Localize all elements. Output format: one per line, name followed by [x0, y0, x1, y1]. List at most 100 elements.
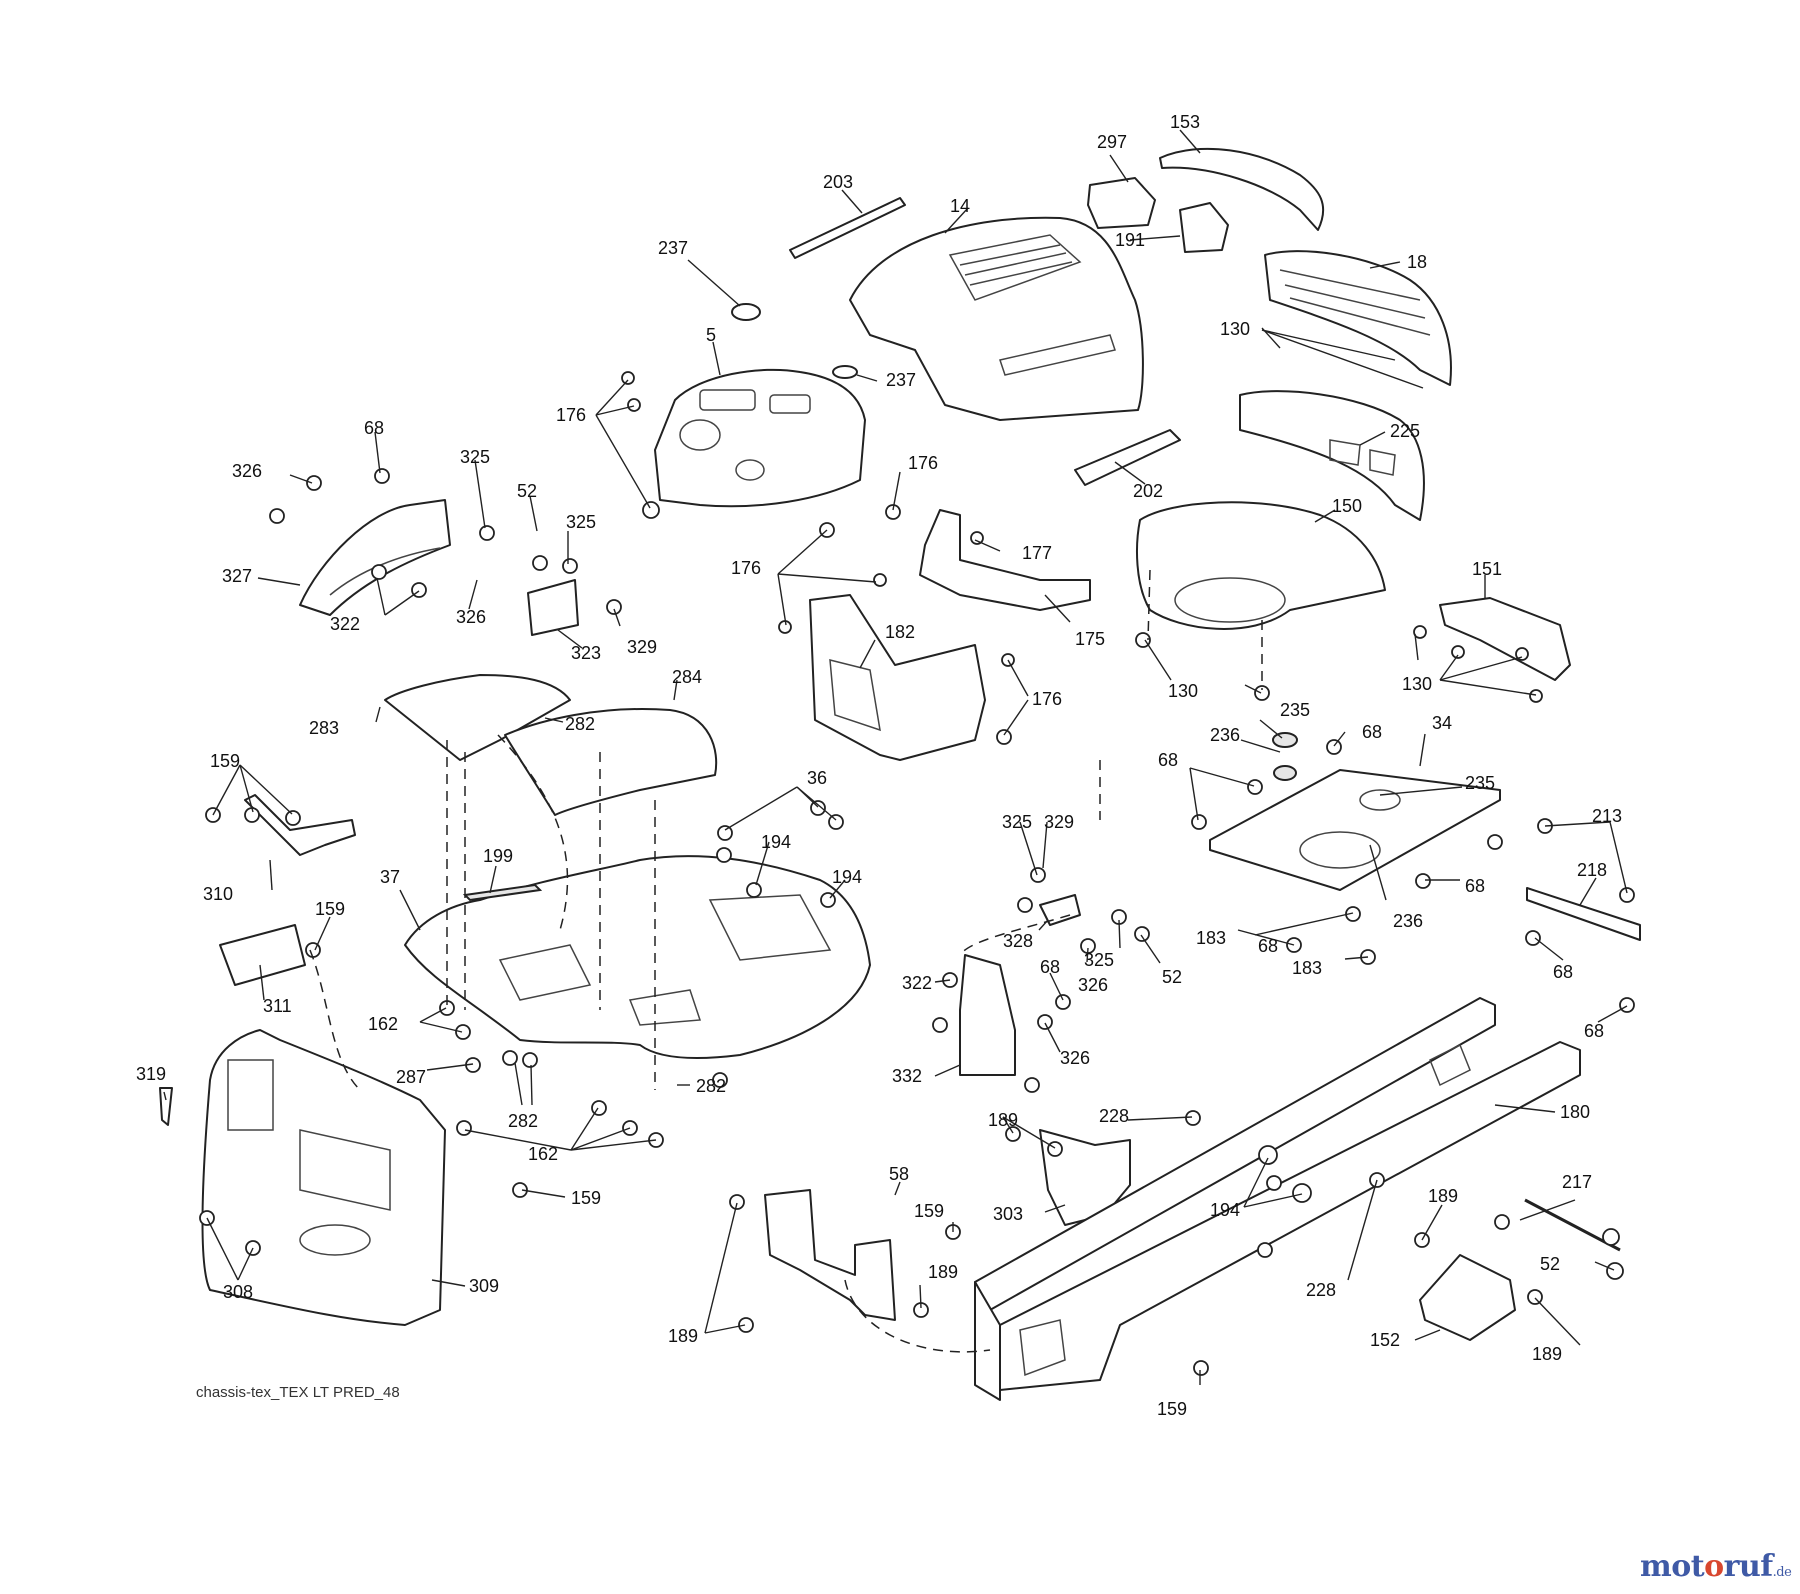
part-shield-303: [1039, 1129, 1131, 1226]
callout-176: 176: [908, 453, 938, 473]
callout-68: 68: [1158, 750, 1178, 770]
callout-217: 217: [1562, 1172, 1592, 1192]
callout-152: 152: [1370, 1330, 1400, 1350]
part-hood: [849, 216, 1144, 421]
callout-282: 282: [696, 1076, 726, 1096]
part-bracket-218: [1526, 887, 1641, 941]
part-grille: [1264, 250, 1452, 386]
callout-309: 309: [469, 1276, 499, 1296]
callout-236: 236: [1393, 911, 1423, 931]
callout-177: 177: [1022, 543, 1052, 563]
callout-218: 218: [1577, 860, 1607, 880]
part-hood-trim: [789, 197, 906, 259]
part-bracket-328: [1039, 894, 1081, 926]
callout-311: 311: [263, 996, 292, 1016]
part-engine-plate: [1209, 769, 1501, 891]
callout-176: 176: [556, 405, 586, 425]
part-clip-199: [462, 883, 543, 902]
callout-18: 18: [1407, 252, 1427, 272]
callout-332: 332: [892, 1066, 922, 1086]
callout-325: 325: [460, 447, 490, 467]
callout-199: 199: [483, 846, 513, 866]
part-left-fender: [299, 499, 451, 616]
watermark-part-1: mot: [1640, 1549, 1705, 1584]
part-bracket-310: [244, 794, 356, 856]
callout-183: 183: [1292, 958, 1322, 978]
callout-68: 68: [1040, 957, 1060, 977]
callout-282: 282: [565, 714, 595, 734]
part-spacer-236: [1273, 765, 1297, 781]
callout-189: 189: [1428, 1186, 1458, 1206]
callout-194: 194: [761, 832, 791, 852]
part-bracket-58: [764, 1189, 896, 1321]
part-guard-332: [959, 954, 1016, 1076]
part-heat-shield: [1419, 1254, 1516, 1341]
part-cap-237a: [731, 303, 761, 321]
callout-182: 182: [885, 622, 915, 642]
callout-325: 325: [1002, 812, 1032, 832]
callout-189: 189: [928, 1262, 958, 1282]
watermark-logo: motoruf.de: [1640, 1549, 1792, 1584]
callout-180: 180: [1560, 1102, 1590, 1122]
callout-150: 150: [1332, 496, 1362, 516]
callout-326: 326: [1060, 1048, 1090, 1068]
part-front-bumper: [1239, 390, 1425, 521]
callout-34: 34: [1432, 713, 1452, 733]
callout-130: 130: [1220, 319, 1250, 339]
diagram-caption: chassis-tex_TEX LT PRED_48: [196, 1384, 400, 1401]
callout-52: 52: [517, 481, 537, 501]
fasteners: [199, 371, 1635, 1376]
part-latch-319: [159, 1087, 173, 1126]
part-chassis-body: [404, 855, 871, 1059]
callout-213: 213: [1592, 806, 1622, 826]
callout-322: 322: [902, 973, 932, 993]
callout-68: 68: [1362, 722, 1382, 742]
callout-5: 5: [706, 325, 716, 345]
callout-189: 189: [1532, 1344, 1562, 1364]
part-fender-pod: [1136, 501, 1386, 630]
callout-282: 282: [508, 1111, 538, 1131]
callout-310: 310: [203, 884, 233, 904]
part-spacer-235: [1272, 732, 1298, 748]
callout-14: 14: [950, 196, 970, 216]
callout-328: 328: [1003, 931, 1033, 951]
part-dash-panel: [654, 368, 866, 508]
callout-52: 52: [1540, 1254, 1560, 1274]
callout-175: 175: [1075, 629, 1105, 649]
callout-225: 225: [1390, 421, 1420, 441]
part-air-deflector: [1074, 429, 1181, 486]
callout-194: 194: [832, 867, 862, 887]
part-grille-trim: [1159, 147, 1325, 231]
callout-159: 159: [210, 751, 240, 771]
callout-323: 323: [571, 643, 601, 663]
callout-303: 303: [993, 1204, 1023, 1224]
callout-237: 237: [658, 238, 688, 258]
part-rear-panel: [201, 1029, 446, 1326]
callout-284: 284: [672, 667, 702, 687]
callout-319: 319: [136, 1064, 166, 1084]
callout-68: 68: [1465, 876, 1485, 896]
callout-327: 327: [222, 566, 252, 586]
callout-36: 36: [807, 768, 827, 788]
callout-68: 68: [1553, 962, 1573, 982]
part-seat-assembly: [384, 674, 718, 816]
callout-329: 329: [627, 637, 657, 657]
callout-52: 52: [1162, 967, 1182, 987]
assembly-lines: [309, 569, 1263, 1353]
part-light-insert-191: [1179, 202, 1229, 253]
part-cap-237b: [832, 365, 858, 379]
part-mount-bracket-323: [527, 579, 579, 636]
callout-151: 151: [1472, 559, 1502, 579]
part-dash-bracket: [919, 509, 1091, 611]
callout-235: 235: [1465, 773, 1495, 793]
leader-lines: [163, 129, 1628, 1385]
part-side-bracket: [1439, 597, 1571, 681]
callout-159: 159: [315, 899, 345, 919]
callout-37: 37: [380, 867, 400, 887]
callout-159: 159: [1157, 1399, 1187, 1419]
callout-153: 153: [1170, 112, 1200, 132]
callout-325: 325: [1084, 950, 1114, 970]
callout-326: 326: [1078, 975, 1108, 995]
callout-308: 308: [223, 1282, 253, 1302]
